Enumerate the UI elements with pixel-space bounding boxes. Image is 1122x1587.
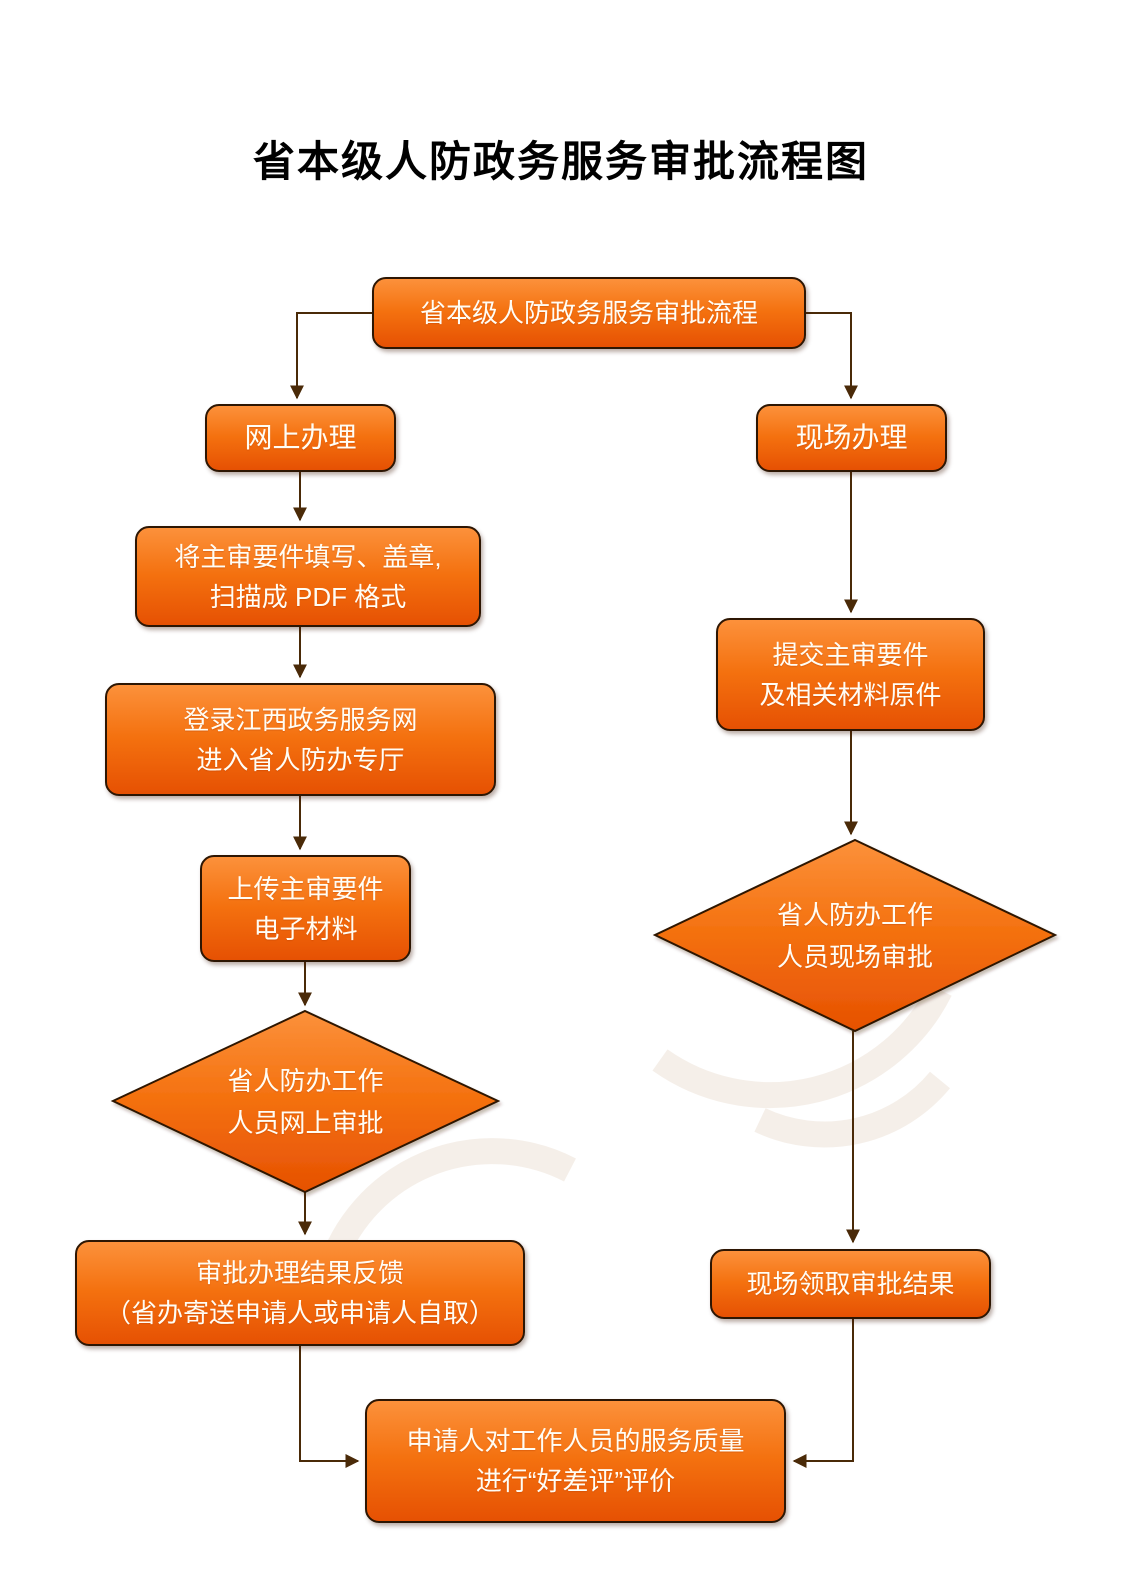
node-submit-line1: 提交主审要件 (772, 639, 929, 670)
connector-receive-to-evaluate (792, 1319, 854, 1468)
node-upload-line2: 电子材料 (253, 913, 358, 944)
node-submit-line2: 及相关材料原件 (759, 679, 942, 710)
watermark-arc (754, 1071, 951, 1148)
node-online-review: 省人防办工作 人员网上审批 (113, 1011, 498, 1192)
node-login-portal: 登录江西政务服务网 进入省人防办专厅 (105, 683, 496, 796)
page-title: 省本级人防政务服务审批流程图 (252, 140, 869, 186)
node-receive-result: 现场领取审批结果 (710, 1249, 991, 1319)
node-feedback-line1: 审批办理结果反馈 (195, 1258, 404, 1288)
node-upload-materials: 上传主审要件 电子材料 (200, 855, 411, 962)
node-start-label: 省本级人防政务服务审批流程 (419, 298, 758, 328)
node-onsite-review-line2: 人员现场审批 (776, 941, 933, 972)
connector-start-to-onsite (806, 312, 858, 400)
watermark-arc (652, 984, 952, 1109)
node-receive-label: 现场领取审批结果 (746, 1269, 955, 1299)
node-feedback-line2: （省办寄送申请人或申请人自取） (104, 1298, 495, 1328)
node-onsite-review-line1: 省人防办工作 (776, 899, 933, 930)
node-fill-line1: 将主审要件填写、盖章, (174, 541, 442, 572)
node-login-line2: 进入省人防办专厅 (196, 744, 405, 775)
node-result-feedback: 审批办理结果反馈 （省办寄送申请人或申请人自取） (75, 1240, 525, 1346)
node-fill-seal-scan: 将主审要件填写、盖章, 扫描成 PDF 格式 (135, 526, 481, 627)
node-start: 省本级人防政务服务审批流程 (372, 277, 806, 349)
node-online-review-line2: 人员网上审批 (227, 1107, 384, 1138)
node-onsite-channel: 现场办理 (756, 404, 947, 472)
node-submit-originals: 提交主审要件 及相关材料原件 (716, 618, 985, 731)
node-login-line1: 登录江西政务服务网 (183, 704, 418, 735)
node-online-review-line1: 省人防办工作 (227, 1065, 384, 1096)
node-online-label: 网上办理 (244, 422, 357, 453)
node-online-channel: 网上办理 (205, 404, 396, 472)
connector-feedback-to-evaluate (299, 1346, 360, 1468)
node-service-evaluation: 申请人对工作人员的服务质量 进行“好差评”评价 (365, 1399, 786, 1523)
node-onsite-review: 省人防办工作 人员现场审批 (655, 840, 1055, 1031)
online-review-diamond (110, 1009, 501, 1194)
node-evaluate-line2: 进行“好差评”评价 (475, 1466, 676, 1496)
node-fill-line2: 扫描成 PDF 格式 (209, 581, 407, 612)
node-upload-line1: 上传主审要件 (227, 873, 384, 904)
node-evaluate-line1: 申请人对工作人员的服务质量 (406, 1426, 745, 1456)
connector-start-to-online (290, 312, 372, 400)
watermark-arc (317, 1138, 576, 1275)
onsite-review-diamond (652, 838, 1058, 1033)
node-onsite-label: 现场办理 (795, 422, 908, 453)
